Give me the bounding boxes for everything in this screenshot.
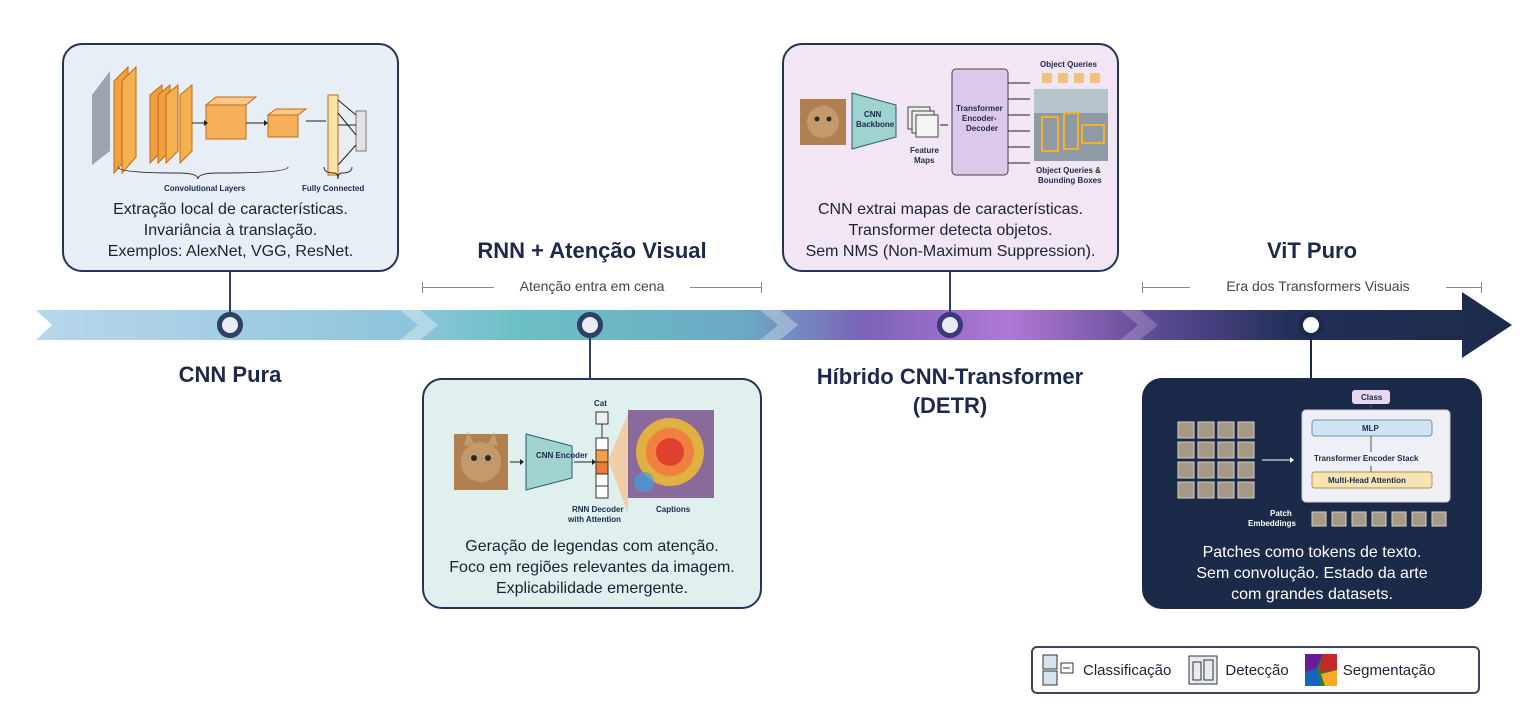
cnn-stem (229, 272, 231, 312)
rnn-stem (589, 338, 591, 380)
detr-stem (949, 272, 951, 312)
encoder-stack-label: Transformer Encoder Stack (1314, 454, 1419, 463)
svg-text:Patch: Patch (1270, 509, 1292, 518)
legend-segmentation-label: Segmentação (1342, 661, 1436, 679)
svg-text:Backbone: Backbone (856, 120, 895, 129)
vit-line-2: Sem convolução. Estado da arte (1196, 565, 1428, 582)
svg-text:Object Queries &: Object Queries & (1036, 166, 1101, 175)
svg-text:CNN: CNN (864, 110, 882, 119)
rnn-description: Geração de legendas com atenção. Foco em… (424, 536, 760, 599)
class-label: Class (1361, 393, 1383, 402)
legend-detection-label: Detecção (1225, 661, 1289, 679)
fully-connected-label: Fully Connected (302, 184, 364, 193)
legend-classification: Classificação (1041, 653, 1171, 687)
cnn-line-1: Extração local de características. (113, 201, 348, 218)
detr-title: Híbrido CNN-Transformer (DETR) (780, 362, 1120, 420)
legend-detection: Detecção (1187, 654, 1289, 686)
rnn-line-1: Geração de legendas com atenção. (465, 538, 719, 555)
rnn-line-2: Foco em regiões relevantes da imagem. (449, 559, 735, 576)
cnn-encoder-label: CNN Encoder (536, 451, 588, 460)
vit-subtitle: Era dos Transformers Visuais (1190, 278, 1446, 294)
cnn-line-2: Invariância à translação. (143, 222, 318, 239)
cnn-architecture-figure: Convolutional Layers Fully Connected (92, 65, 367, 193)
rnn-node[interactable] (577, 312, 603, 338)
vit-title: ViT Puro (1266, 238, 1358, 263)
svg-text:Feature: Feature (910, 146, 939, 155)
svg-text:Embeddings: Embeddings (1248, 519, 1297, 528)
conv-layers-label: Convolutional Layers (164, 184, 246, 193)
vit-card: Class MLP Transformer Encoder Stack Mult… (1142, 378, 1482, 609)
detr-node[interactable] (937, 312, 963, 338)
segmentation-icon (1304, 654, 1337, 686)
cnn-node[interactable] (217, 312, 243, 338)
legend-classification-label: Classificação (1083, 661, 1172, 679)
detr-description: CNN extrai mapas de características. Tra… (784, 199, 1117, 262)
svg-text:Encoder-: Encoder- (962, 114, 997, 123)
vit-node[interactable] (1298, 312, 1324, 338)
detr-line-2: Transformer detecta objetos. (848, 222, 1053, 239)
svg-text:Transformer: Transformer (956, 104, 1003, 113)
svg-text:Maps: Maps (914, 156, 935, 165)
mha-label: Multi-Head Attention (1328, 476, 1406, 485)
mlp-label: MLP (1362, 424, 1380, 433)
cat-label: Cat (594, 399, 607, 408)
cnn-line-3: Exemplos: AlexNet, VGG, ResNet. (107, 243, 354, 260)
legend-segmentation: Segmentação (1304, 654, 1436, 686)
object-queries-label: Object Queries (1040, 60, 1097, 69)
vit-description: Patches como tokens de texto. Sem convol… (1144, 542, 1480, 605)
detection-icon (1188, 655, 1218, 685)
vit-line-3: com grandes datasets. (1231, 586, 1393, 603)
vit-line-1: Patches como tokens de texto. (1202, 544, 1422, 561)
cnn-description: Extração local de características. Invar… (64, 199, 397, 262)
captions-label: Captions (656, 505, 691, 514)
vit-architecture-figure: Class MLP Transformer Encoder Stack Mult… (1177, 390, 1451, 528)
rnn-subtitle: Atenção entra em cena (494, 278, 690, 294)
cnn-title: CNN Pura (178, 362, 282, 387)
detr-title-line-2: (DETR) (912, 393, 988, 418)
detr-line-3: Sem NMS (Non-Maximum Suppression). (805, 243, 1096, 260)
cnn-card: Convolutional Layers Fully Connected Ext… (62, 43, 399, 272)
vit-stem (1310, 338, 1312, 380)
rnn-title: RNN + Atenção Visual (477, 238, 707, 263)
classification-icon (1042, 654, 1074, 686)
legend: Classificação Detecção Segmentação (1031, 646, 1480, 694)
detr-line-1: CNN extrai mapas de características. (818, 201, 1083, 218)
svg-text:Bounding Boxes: Bounding Boxes (1038, 176, 1102, 185)
svg-text:Decoder: Decoder (966, 124, 998, 133)
rnn-line-3: Explicabilidade emergente. (495, 580, 689, 597)
detr-title-line-1: Híbrido CNN-Transformer (816, 364, 1084, 389)
